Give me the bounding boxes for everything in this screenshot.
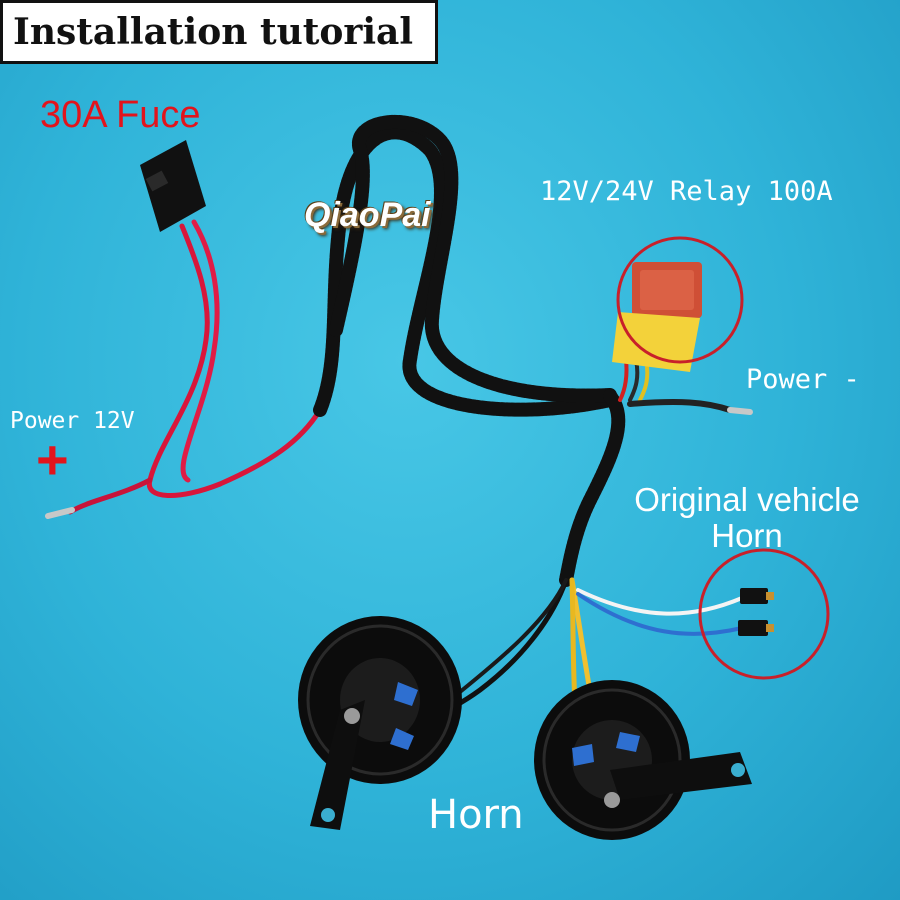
wire-loom [313,114,626,587]
plus-sign-label: + [36,428,69,491]
page-title: Installation tutorial [13,11,414,53]
original-horn-label-line2: Horn [711,516,783,554]
original-horn-highlight-circle [698,548,830,680]
fuse-label: 30A Fuce [40,94,201,136]
power-negative-label: Power - [746,364,860,395]
original-horn-connectors [738,588,774,636]
relay-highlight-circle [616,236,744,364]
original-horn-label: Original vehicle Horn [624,482,870,553]
fuse-wires [45,219,323,519]
brand-watermark: QiaoPai [304,196,431,234]
horn-label: Horn [428,792,524,838]
power-12v-label: Power 12V [10,408,135,434]
left-horn [298,616,462,830]
relay [612,262,702,372]
title-banner: Installation tutorial [0,0,438,64]
right-horn [534,680,752,840]
original-horn-label-line1: Original vehicle [634,481,860,518]
fuse-holder [140,140,206,232]
relay-label: 12V/24V Relay 100A [540,176,833,207]
